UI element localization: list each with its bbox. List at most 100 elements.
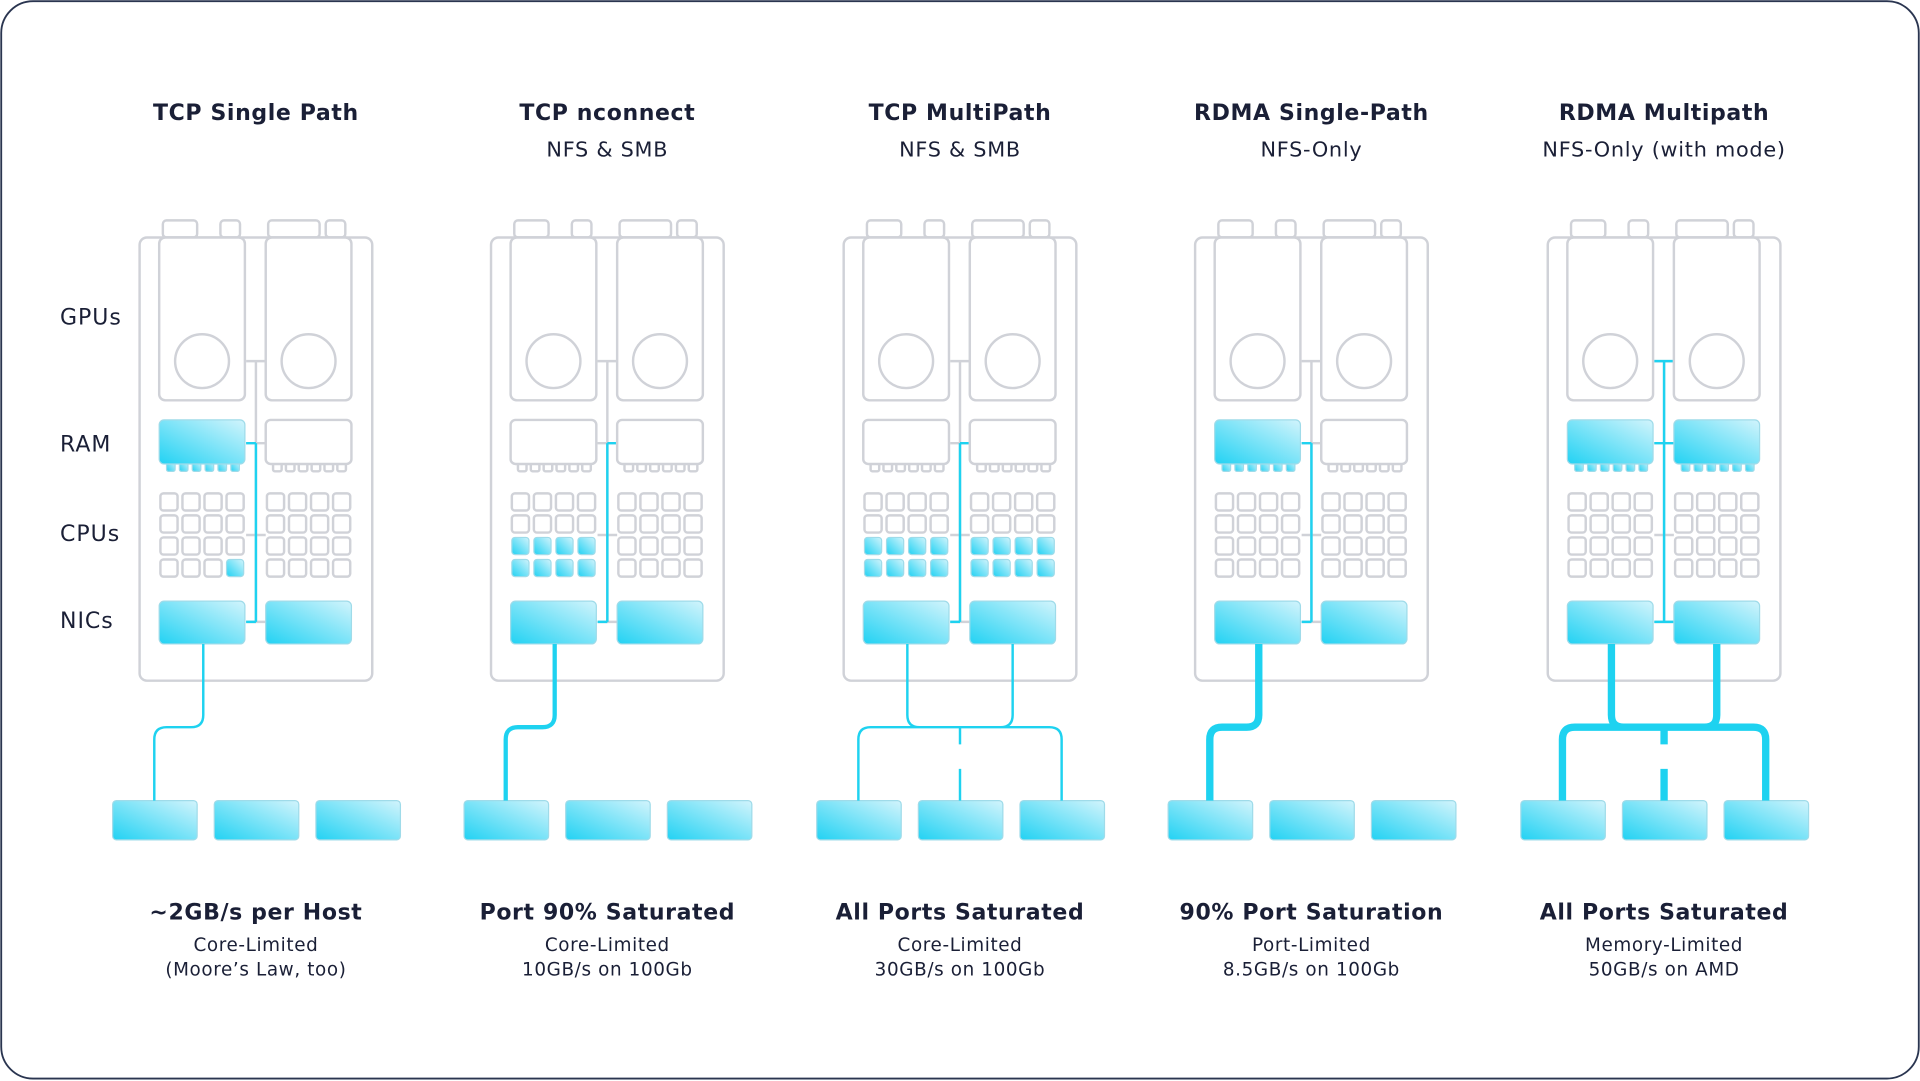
cpu-core	[1567, 492, 1587, 512]
cpu-core	[617, 492, 637, 512]
column-subtitle: NFS-Only (with mode)	[1542, 138, 1785, 162]
switch-3	[1370, 800, 1457, 841]
cpu-core	[1589, 536, 1609, 556]
cpu-core	[159, 536, 179, 556]
cpu-core	[661, 492, 681, 512]
result-detail: 30GB/s on 100Gb	[875, 960, 1046, 981]
cpu-core	[577, 558, 596, 578]
cpu-core	[159, 514, 179, 534]
cpu-core	[1343, 492, 1363, 512]
cpu-core	[1258, 536, 1279, 556]
cpu-core	[265, 514, 286, 534]
server-tab	[1627, 219, 1650, 239]
server-tab	[1274, 219, 1297, 239]
result-detail: Core-Limited	[545, 935, 670, 956]
cpu-core	[554, 514, 575, 534]
switch-3	[666, 800, 753, 841]
cpu-core	[265, 558, 286, 578]
cpu-core	[577, 536, 596, 556]
cpu-core	[661, 514, 681, 534]
cpu-core	[1387, 558, 1407, 578]
nic-right	[1320, 600, 1408, 645]
cpu-core	[907, 558, 927, 578]
cpu-core	[225, 536, 245, 556]
gpu-fan-icon	[525, 332, 582, 390]
cpu-core	[532, 514, 553, 534]
switch-3	[1723, 800, 1810, 841]
ram-left	[158, 419, 246, 465]
cpu-core	[1321, 514, 1341, 534]
cpu-core	[617, 514, 637, 534]
cpu-core	[533, 558, 552, 578]
cpu-core	[863, 536, 883, 556]
server-tab	[971, 219, 1025, 239]
cpu-core	[930, 558, 949, 578]
cpu-core	[1611, 558, 1632, 578]
cpu-core	[1035, 514, 1056, 534]
cpu-core	[1365, 558, 1385, 578]
row-label-nics: NICs	[60, 609, 114, 634]
ram-right	[1320, 418, 1409, 466]
cpu-core	[907, 492, 927, 512]
network-links	[503, 643, 557, 801]
cpu-core	[1236, 536, 1257, 556]
column-title: TCP nconnect	[519, 101, 695, 126]
cpu-core	[929, 514, 949, 534]
cpu-core	[265, 492, 286, 512]
result-title: 90% Port Saturation	[1180, 900, 1444, 925]
nic-right	[969, 600, 1057, 645]
cpu-core	[969, 514, 990, 534]
result-detail: 8.5GB/s on 100Gb	[1223, 960, 1400, 981]
network-link	[503, 643, 557, 801]
cpu-core	[1567, 514, 1587, 534]
cpu-core	[930, 536, 949, 556]
gpu-fan-icon	[1688, 332, 1745, 390]
switch-2	[1621, 800, 1708, 841]
cpu-core	[863, 492, 883, 512]
cpu-core	[309, 536, 330, 556]
result-detail: Memory-Limited	[1585, 935, 1743, 956]
cpu-core	[225, 514, 245, 534]
cpu-core	[1280, 558, 1301, 578]
cpu-core	[287, 558, 308, 578]
cpu-core	[1717, 492, 1738, 512]
cpu-core	[181, 536, 201, 556]
cpu-core	[1673, 536, 1694, 556]
server-tab	[1322, 219, 1377, 239]
cpu-core	[639, 492, 659, 512]
server-tab	[1569, 219, 1607, 239]
cpu-core	[1633, 536, 1654, 556]
switch-1	[463, 800, 550, 841]
cpu-core	[1258, 514, 1279, 534]
result-detail: 10GB/s on 100Gb	[522, 960, 693, 981]
gpu-fan-icon	[280, 332, 337, 390]
cpu-core	[885, 492, 905, 512]
nic-left	[510, 600, 597, 645]
cpu-core	[1258, 492, 1279, 512]
nic-right	[616, 600, 704, 645]
cpu-core	[1214, 492, 1235, 512]
cpu-core	[992, 536, 1011, 556]
switch-2	[917, 800, 1004, 841]
server-tab	[513, 219, 550, 239]
network-link	[153, 643, 205, 801]
result-title: All Ports Saturated	[836, 900, 1085, 925]
result-detail: Core-Limited	[898, 935, 1023, 956]
switch-1	[112, 800, 198, 841]
ram-left	[862, 418, 951, 466]
cpu-core	[203, 558, 223, 578]
cpu-core	[181, 492, 201, 512]
cpu-core	[1673, 492, 1694, 512]
cpu-core	[1280, 536, 1301, 556]
cpu-core	[1321, 492, 1341, 512]
cpu-core	[532, 492, 553, 512]
cpu-core	[309, 492, 330, 512]
cpu-core	[1611, 536, 1632, 556]
nic-left	[1214, 600, 1302, 645]
cpu-core	[1695, 558, 1716, 578]
gpu-fan-icon	[1335, 332, 1393, 390]
cpu-core	[1633, 514, 1654, 534]
cpu-core	[1280, 492, 1301, 512]
cpu-core	[1343, 558, 1363, 578]
